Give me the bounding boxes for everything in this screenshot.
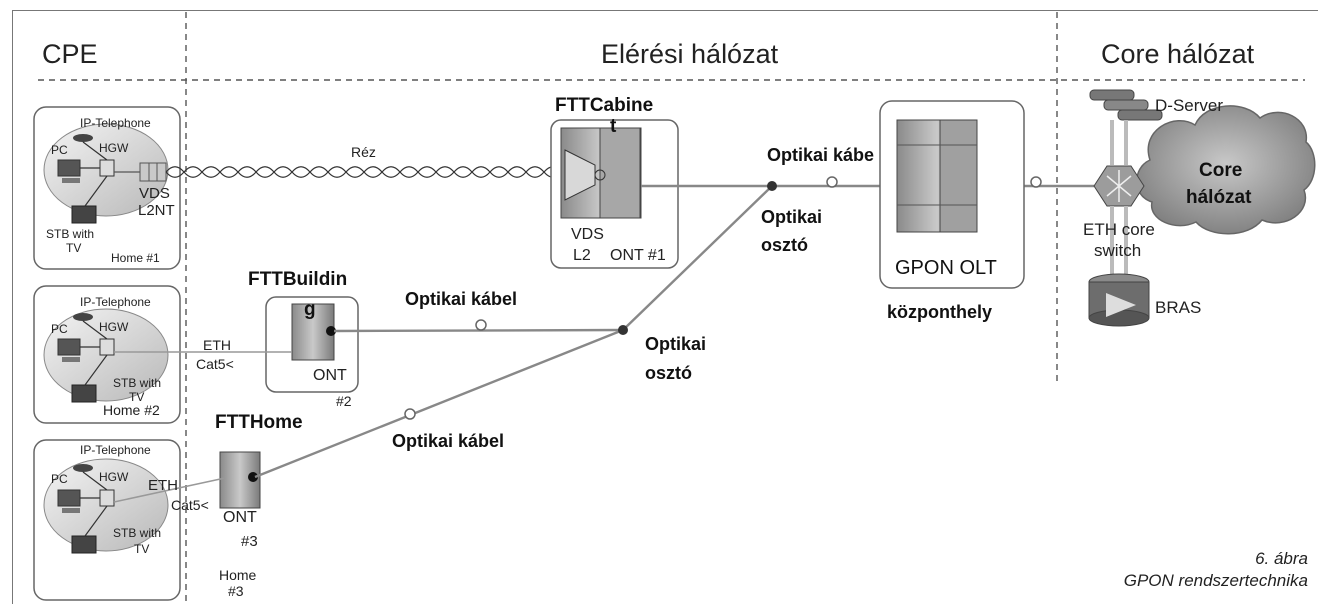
vdsl2nt-modem-icon <box>139 162 167 182</box>
optical-splitter-1-icon <box>767 181 777 191</box>
ftt-cabinet-title-1: FTTCabine <box>555 95 654 116</box>
building-cat-label: Cat5< <box>196 356 234 372</box>
optical-fibres <box>254 184 1094 479</box>
fibre-home-splitter2 <box>254 328 624 479</box>
building-ont-label-1: ONT <box>313 367 347 384</box>
vdsl2nt-label-1: VDS <box>139 185 170 202</box>
home-devices-1 <box>57 134 115 224</box>
core-cloud-label-2: hálózat <box>1186 187 1252 208</box>
home-eth-label: ETH <box>148 477 178 494</box>
d-server-label: D-Server <box>1155 96 1224 115</box>
home1-stb-label-2: TV <box>66 241 82 255</box>
hgw-icon <box>99 159 115 177</box>
ftt-building-title-2: g <box>304 299 316 320</box>
home3-stb-label-1: STB with <box>113 526 162 540</box>
home2-stb-label-2: TV <box>129 390 145 404</box>
optical-cable-label-building: Optikai kábel <box>405 289 518 309</box>
stb-tv-icon <box>71 384 97 403</box>
fibre-splitter1-splitter2 <box>622 185 773 331</box>
home2-pc-label: PC <box>51 322 68 336</box>
home3-stb-label-2: TV <box>134 542 150 556</box>
home1-phone-label: IP-Telephone <box>80 116 151 130</box>
pc-icon <box>57 489 81 507</box>
optical-cable-label-top: Optikai kábe <box>767 145 875 165</box>
d-server-icon <box>1089 89 1163 165</box>
vdsl2nt-label-2: L2NT <box>138 202 175 219</box>
hgw-icon <box>99 489 115 507</box>
ftt-cabinet-title-2: t <box>610 116 617 137</box>
splitter2-label-1: Optikai <box>645 334 707 354</box>
cabinet-ont-label: ONT #1 <box>610 247 666 264</box>
stb-tv-icon <box>71 205 97 224</box>
section-title-access: Elérési hálózat <box>601 39 779 69</box>
pc-icon <box>57 159 81 177</box>
home2-label: Home #2 <box>103 402 160 418</box>
home2-hgw-label: HGW <box>99 320 129 334</box>
olt-name-label: GPON OLT <box>895 257 997 279</box>
pc-icon <box>57 338 81 356</box>
home2-stb-label-1: STB with <box>113 376 162 390</box>
building-ont-label-2: #2 <box>336 393 352 409</box>
ftt-building-node <box>265 296 359 393</box>
core-cloud-label-1: Core <box>1199 160 1243 181</box>
stb-tv-icon <box>71 535 97 554</box>
cabinet-vds-label-1: VDS <box>571 226 604 243</box>
eth-link-home3 <box>113 477 226 503</box>
ftt-building-title-1: FTTBuildin <box>248 269 348 290</box>
telephone-icon <box>73 464 93 472</box>
home2-phone-label: IP-Telephone <box>80 295 151 309</box>
eth-core-switch-icon <box>1093 165 1145 275</box>
cabinet-vds-label-2: L2 <box>573 247 591 264</box>
eth-core-switch-label-2: switch <box>1094 241 1142 260</box>
hgw-icon <box>99 338 115 356</box>
optical-cable-label-home: Optikai kábel <box>392 431 505 451</box>
bras-icon <box>1088 273 1150 327</box>
telephone-icon <box>73 134 93 142</box>
fibre-markers <box>404 176 1042 420</box>
fibre-building-splitter2 <box>333 328 624 333</box>
home-box-3 <box>33 439 181 601</box>
optical-splitter-2-icon <box>618 325 628 335</box>
ftt-cabinet-node <box>550 119 679 269</box>
home3-label-1: Home <box>219 567 257 583</box>
home3-hgw-label: HGW <box>99 470 129 484</box>
home1-stb-label-1: STB with <box>46 227 95 241</box>
home-ont-label-1: ONT <box>223 509 257 526</box>
home3-pc-label: PC <box>51 472 68 486</box>
olt-location-label: központhely <box>887 302 993 322</box>
gpon-olt-node <box>879 100 1025 289</box>
home-cat-label: Cat5< <box>171 497 209 513</box>
splitter2-label-2: osztó <box>645 363 692 383</box>
figure-frame <box>12 10 1318 604</box>
home-box-2 <box>33 285 181 424</box>
home3-phone-label: IP-Telephone <box>80 443 151 457</box>
core-network-cloud-icon <box>1136 105 1316 235</box>
copper-label: Réz <box>351 144 376 160</box>
figure-title-caption: GPON rendszertechnika <box>1123 571 1308 590</box>
home3-label-2: #3 <box>228 583 244 599</box>
home1-pc-label: PC <box>51 143 68 157</box>
figure-number-caption: 6. ábra <box>1255 549 1308 568</box>
splitter1-label-2: osztó <box>761 235 808 255</box>
ftt-home-title: FTTHome <box>215 412 303 433</box>
home1-label: Home #1 <box>111 251 160 265</box>
section-title-core: Core hálózat <box>1101 39 1255 69</box>
home-ont-label-2: #3 <box>241 533 258 550</box>
bras-label: BRAS <box>1155 298 1202 317</box>
splitter1-label-1: Optikai <box>761 207 823 227</box>
building-eth-label: ETH <box>203 337 231 353</box>
ftt-home-ont-icon <box>219 451 261 509</box>
home-devices-2 <box>57 313 115 403</box>
telephone-icon <box>73 313 93 321</box>
copper-twisted-pair <box>165 166 563 178</box>
home-devices-3 <box>57 464 115 554</box>
home1-hgw-label: HGW <box>99 141 129 155</box>
eth-core-switch-label-1: ETH core <box>1083 220 1155 239</box>
section-title-cpe: CPE <box>42 39 98 69</box>
section-dividers <box>38 12 1305 604</box>
